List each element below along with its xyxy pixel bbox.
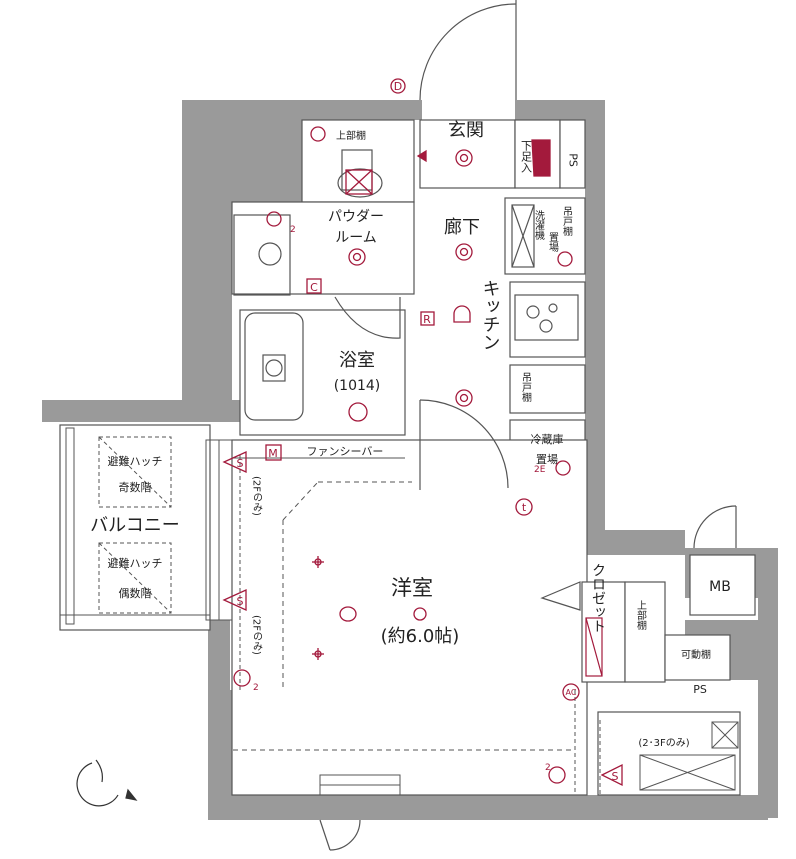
label-only-2f-a: (2Fのみ) (251, 476, 263, 516)
label-upper-shelf-closet: 上部棚 (635, 600, 647, 631)
symbol-2e: 2E (534, 465, 546, 475)
symbol-s-1: S (237, 457, 244, 470)
symbol-d: D (394, 80, 402, 93)
label-upper-shelf-top: 上部棚 (336, 129, 366, 142)
room-closet: クロゼット (590, 563, 606, 633)
label-hatch-even-1: 避難ハッチ (108, 556, 163, 570)
balcony-lines (60, 427, 210, 625)
room-balcony: バルコニー (90, 515, 180, 536)
label-only-2f-b: (2Fのみ) (251, 615, 263, 655)
symbol-2a: 2 (290, 225, 296, 235)
label-fridge-1: 冷蔵庫 (531, 432, 564, 446)
label-hatch-odd-1: 避難ハッチ (108, 454, 163, 468)
room-powder-1: パウダー (328, 209, 384, 225)
room-powder-2: ルーム (335, 230, 377, 246)
symbol-ac: AC (566, 688, 577, 697)
room-genkan: 玄関 (448, 120, 484, 141)
symbol-2b: 2 (253, 683, 259, 693)
label-movable-shelf: 可動棚 (681, 648, 711, 661)
symbol-2c: 2 (545, 763, 551, 773)
label-fridge-2: 置場 (536, 453, 558, 466)
label-hatch-odd-2: 奇数階 (119, 480, 152, 494)
room-western: 洋室 (391, 576, 433, 600)
fixtures (233, 149, 603, 677)
room-outlines (59, 119, 756, 796)
symbol-m: M (268, 447, 278, 460)
label-hanging-shelf-2: 吊戸棚 (520, 372, 532, 403)
room-bathroom: 浴室 (339, 350, 375, 371)
label-shoe-box: 下足入 (520, 140, 533, 173)
label-fancy-bar: ファンシーバー (307, 445, 384, 458)
room-kitchen: キッチン (480, 279, 501, 351)
symbol-s-2: S (237, 595, 244, 608)
label-washer-1: 洗濯機 (533, 210, 545, 241)
symbol-s-3: S (612, 770, 619, 783)
room-bathroom-size: (1014) (334, 378, 381, 394)
north-arrow-icon (76, 759, 138, 807)
symbol-r: R (423, 313, 431, 326)
room-rouka: 廊下 (444, 217, 480, 238)
label-hatch-even-2: 偶数階 (119, 586, 152, 600)
doors (319, 0, 737, 851)
window-lines (205, 439, 739, 796)
label-hanging-shelf-1: 吊戸棚 (561, 206, 573, 237)
room-ps-top: PS (567, 153, 580, 167)
room-mb: MB (709, 579, 731, 595)
room-western-size: (約6.0帖) (381, 626, 460, 647)
label-washer-2: 置場 (547, 232, 559, 253)
room-ps-bottom: PS (693, 683, 707, 696)
symbol-c: C (310, 281, 318, 294)
symbol-t: t (522, 501, 527, 514)
electrical-symbols (222, 78, 623, 787)
label-only-23f: (2･3Fのみ) (638, 738, 689, 749)
